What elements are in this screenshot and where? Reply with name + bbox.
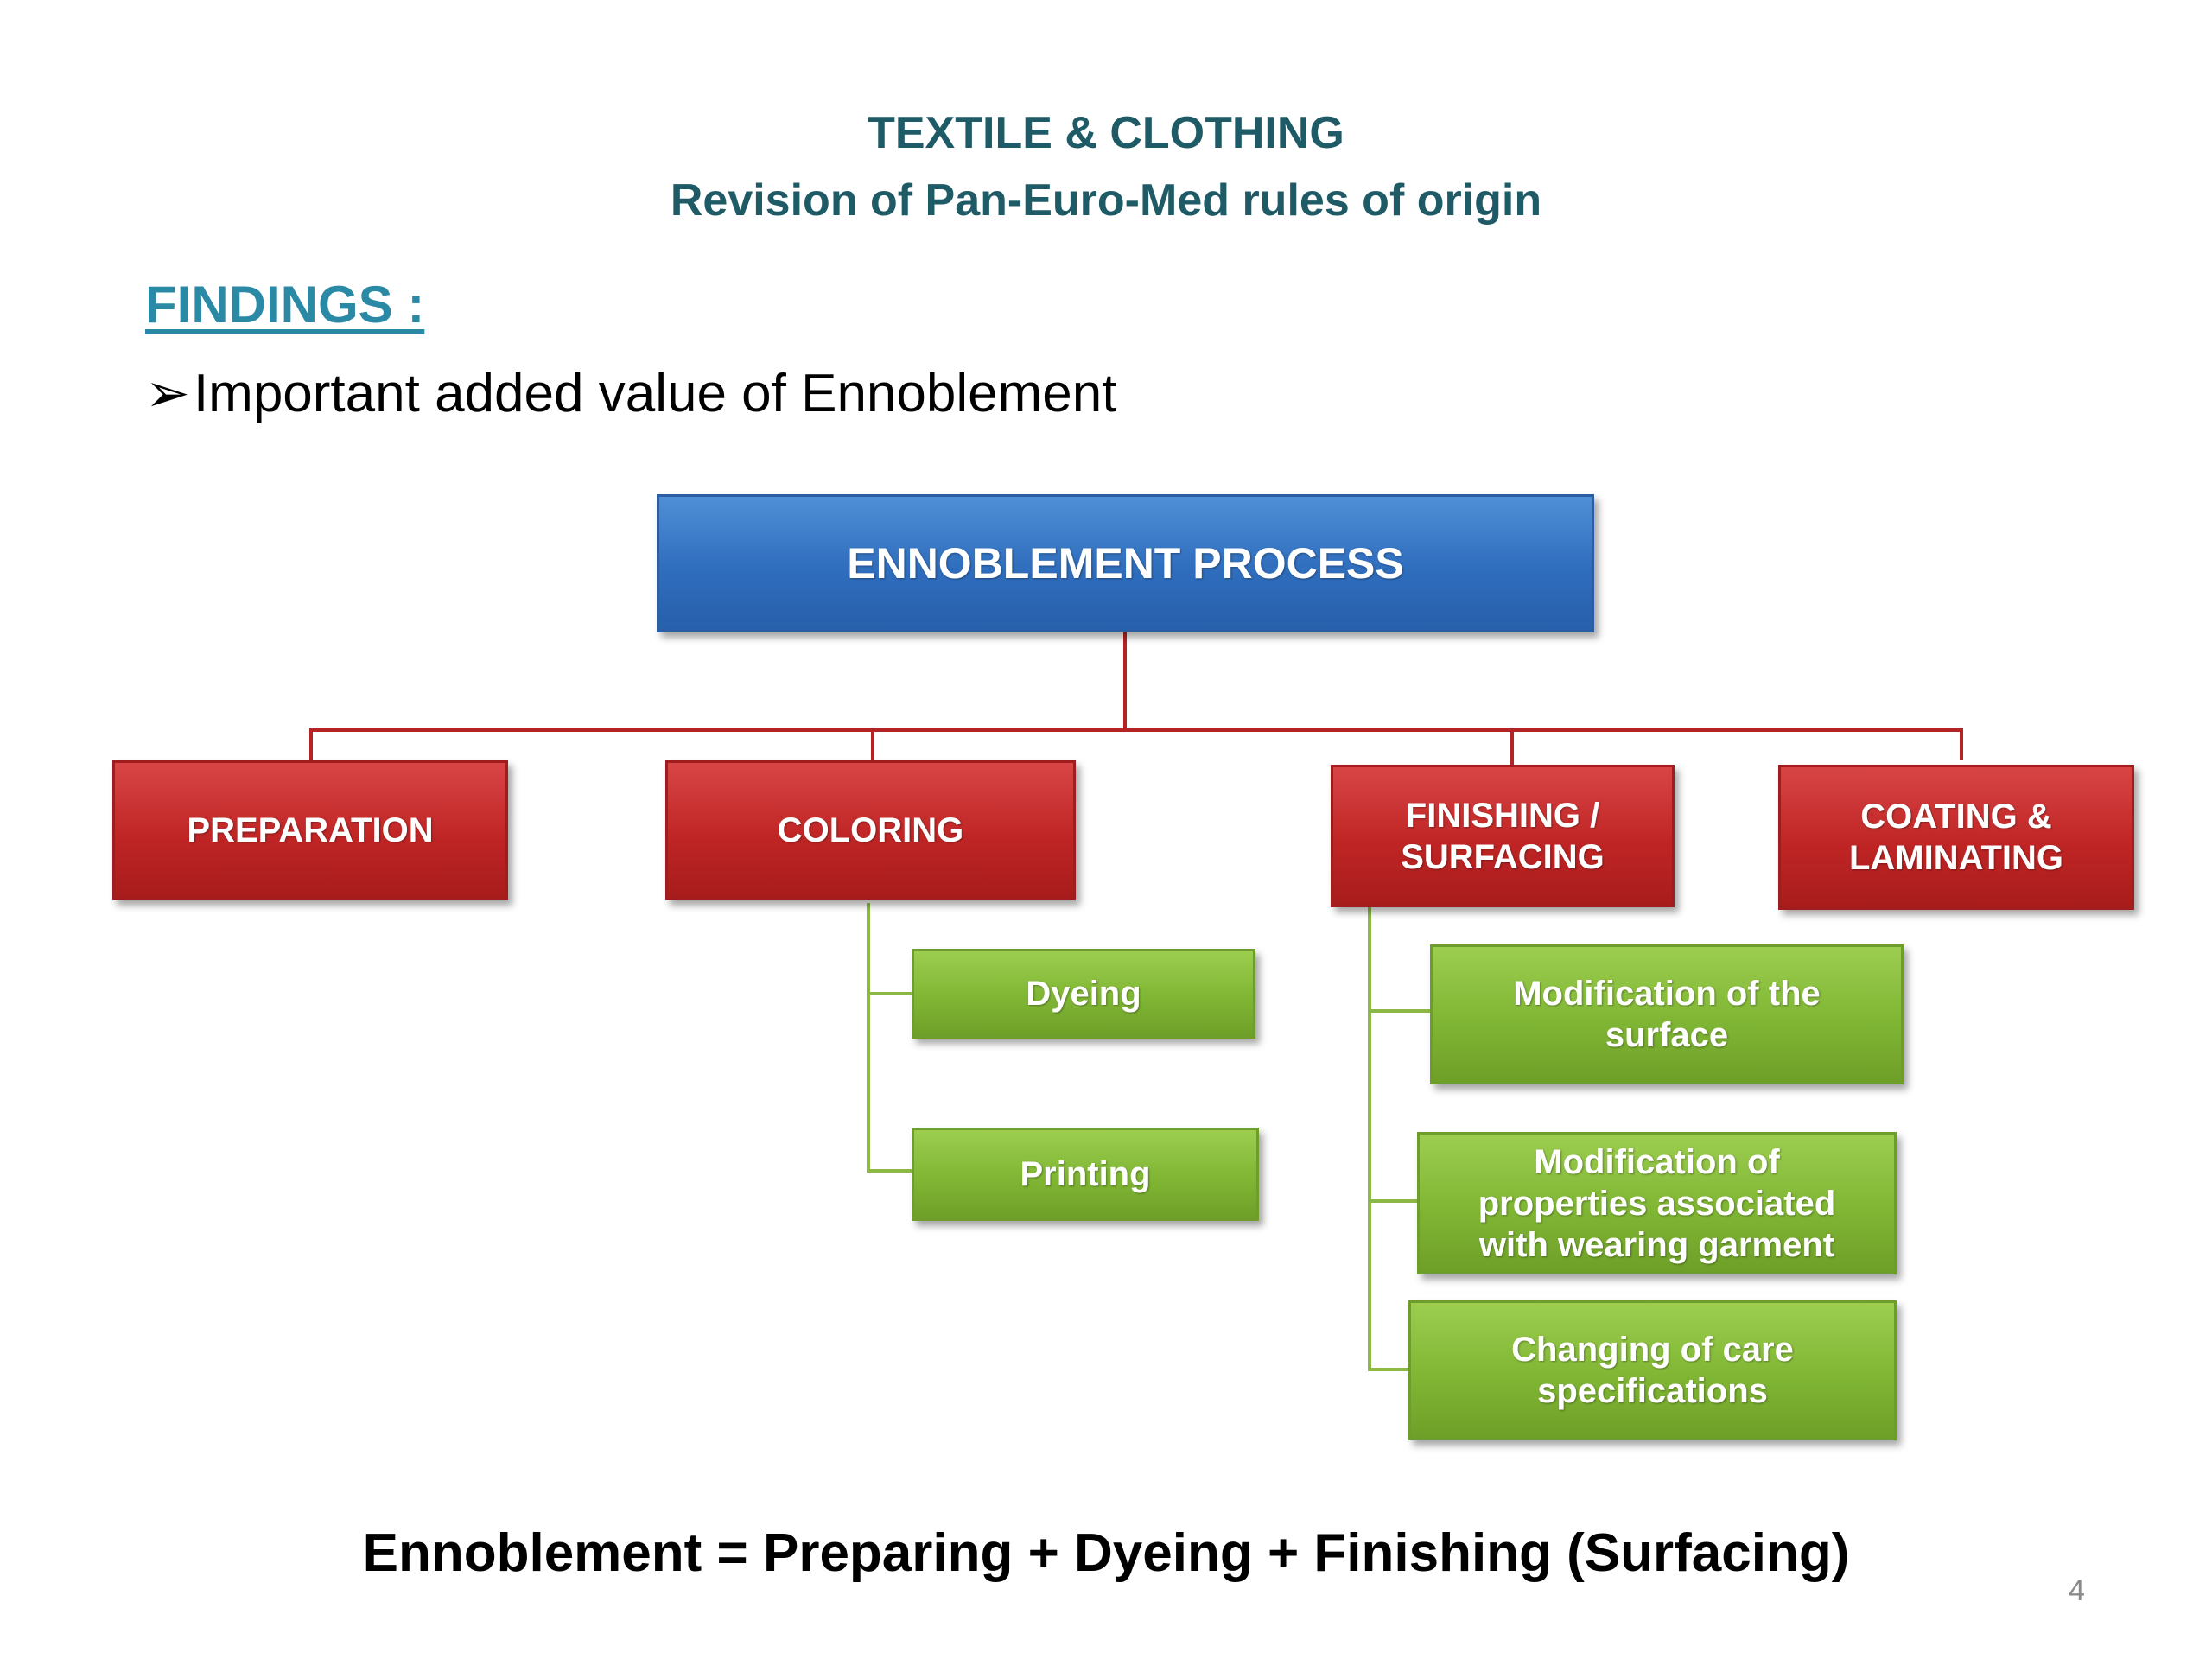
printing-box: Printing (912, 1128, 1259, 1221)
ennoblement-process-box: ENNOBLEMENT PROCESS (657, 494, 1594, 632)
ennoblement-formula: Ennoblement = Preparing + Dyeing + Finis… (362, 1523, 1850, 1583)
tree-connectors-red (309, 631, 1963, 765)
finishing-surfacing-box: FINISHING / SURFACING (1331, 765, 1675, 907)
bullet-arrow-icon: ➢ (145, 364, 190, 423)
dyeing-box: Dyeing (912, 949, 1255, 1039)
findings-heading: FINDINGS : (145, 276, 425, 334)
page-number: 4 (2069, 1574, 2085, 1607)
coloring-box: COLORING (665, 760, 1076, 900)
slide-subtitle: Revision of Pan-Euro-Med rules of origin (670, 175, 1542, 226)
modification-properties-box: Modification of properties associated wi… (1417, 1132, 1897, 1274)
tree-connectors-green (867, 903, 1430, 1371)
coating-laminating-box: COATING & LAMINATING (1778, 765, 2134, 910)
preparation-box: PREPARATION (112, 760, 508, 900)
modification-surface-box: Modification of the surface (1430, 944, 1904, 1084)
care-specifications-box: Changing of care specifications (1408, 1300, 1897, 1440)
bullet-text: Important added value of Ennoblement (193, 364, 1117, 423)
slide-title: TEXTILE & CLOTHING (868, 108, 1344, 158)
findings-bullet: ➢Important added value of Ennoblement (145, 361, 1116, 424)
